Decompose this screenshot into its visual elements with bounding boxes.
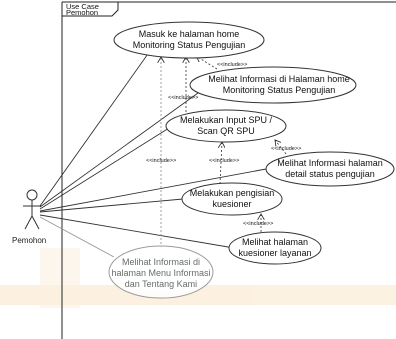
usecase-layanan-line1: Melihat halaman [242,237,308,247]
usecase-detail-status-line2: detail status pengujian [285,169,375,179]
include-label-4: <<include>> [209,158,239,164]
usecase-input-spu-line2: Scan QR SPU [197,126,255,136]
include-detail-input [275,140,287,155]
include-label-3: <<include>> [271,146,301,152]
usecase-kuesioner-line1: Melakukan pengisian [190,188,275,198]
usecase-input-spu: Melakukan Input SPU / Scan QR SPU [165,109,287,143]
use-case-frame: Use Case Pemohon [61,1,396,339]
usecase-input-spu-line1: Melakukan Input SPU / [180,115,273,125]
frame-title-line1: Use Case [66,2,99,11]
frame-title-line2: Pemohon [66,8,98,17]
actor-pemohon [23,189,41,230]
assoc-layanan [39,214,235,249]
usecase-menu-info-line1: Melihat Informasi di [122,257,200,267]
usecase-home-line1: Masuk ke halaman home [139,29,240,39]
usecase-detail-status: Melihat Informasi halaman detail status … [265,151,395,187]
usecase-home-line2: Monitoring Status Pengujian [133,40,246,50]
assoc-input-spu [39,127,170,210]
include-label-2: <<include>> [168,95,198,101]
include-label-5: <<include>> [146,158,176,164]
assoc-kuesioner [39,198,184,213]
usecase-menu-info-line3: dan Tentang Kami [125,279,197,289]
usecase-menu-info-line2: halaman Menu Informasi [111,268,210,278]
usecase-layanan-line2: kuesioner layanan [238,248,311,258]
assoc-menu-info [39,216,115,258]
associations [39,50,267,258]
include-label-6: <<include>> [243,221,273,227]
assoc-info-home [39,92,199,208]
assoc-detail-status [39,168,267,212]
usecase-menu-info: Melihat Informasi di halaman Menu Inform… [108,245,214,299]
usecase-info-home-line2: Monitoring Status Pengujian [223,85,336,95]
actor-label: Pemohon [12,236,46,245]
usecase-detail-status-line1: Melihat Informasi halaman [277,158,383,168]
include-label-1: <<include>> [217,62,247,68]
usecase-kuesioner-line2: kuesioner [212,199,251,209]
actor-head [26,189,38,201]
assoc-home [39,50,151,207]
usecase-info-home-line1: Melihat Informasi di Halaman home [208,74,350,84]
usecase-layanan: Melihat halaman kuesioner layanan [228,231,322,265]
actor-left-leg [24,215,33,230]
include-labels: <<include>> <<include>> <<include>> <<in… [146,62,301,227]
actor-right-leg [31,215,40,230]
usecase-info-home: Melihat Informasi di Halaman home Monito… [189,66,357,104]
usecase-kuesioner: Melakukan pengisian kuesioner [181,182,283,216]
include-kuesioner-input [220,142,222,185]
usecase-home: Masuk ke halaman home Monitoring Status … [113,21,265,59]
